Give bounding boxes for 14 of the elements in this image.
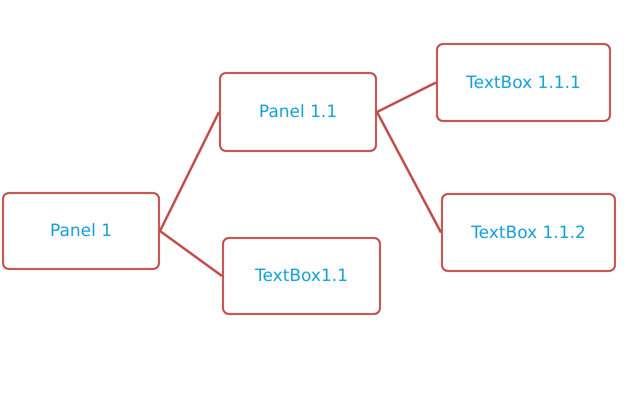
connector-line <box>158 111 220 232</box>
node-label: Panel 1.1 <box>258 102 338 122</box>
node-box <box>219 72 377 152</box>
node-label: TextBox 1.1.1 <box>466 72 581 92</box>
node-box <box>2 192 160 270</box>
connector-line <box>376 111 442 234</box>
node-box <box>441 193 616 272</box>
connector-line <box>376 81 437 114</box>
node-label: Panel 1 <box>50 221 112 241</box>
connector-line <box>159 230 223 278</box>
node-box <box>436 43 611 122</box>
node-label: TextBox 1.1.2 <box>471 222 586 242</box>
node-box <box>222 237 381 315</box>
node-label: TextBox1.1 <box>254 266 348 286</box>
